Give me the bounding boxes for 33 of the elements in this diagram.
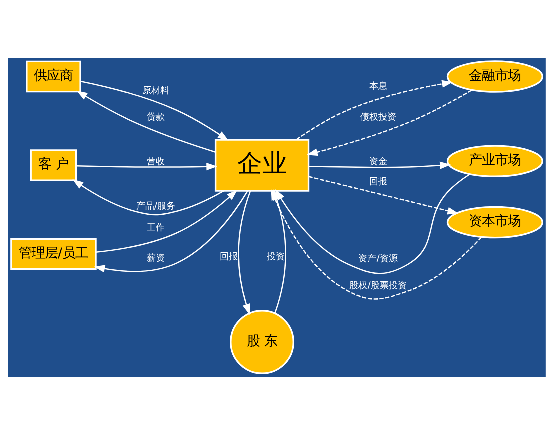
edge-label: 资产/资源 — [358, 253, 398, 264]
arrow — [238, 190, 252, 315]
edge-label: 营收 — [146, 156, 165, 168]
arrow — [276, 173, 470, 274]
node-box: 企业 — [214, 138, 310, 192]
edge-label: 工作 — [146, 222, 165, 234]
edge-label: 债权投资 — [360, 112, 396, 123]
node-circle: 股 东 — [230, 310, 294, 374]
node-box: 供应商 — [26, 60, 82, 92]
edge-label: 回报 — [369, 176, 388, 188]
edge-label: 股权/股票投资 — [350, 280, 407, 291]
arrow — [94, 190, 248, 272]
arrow — [308, 161, 452, 169]
node-ellipse: 产业市场 — [446, 144, 544, 177]
arrow — [306, 89, 472, 156]
arrow — [96, 190, 238, 252]
edge-label: 回报 — [220, 251, 238, 262]
arrow — [76, 162, 218, 170]
edge-label: 薪资 — [146, 252, 165, 264]
edge-label: 资金 — [369, 156, 388, 168]
edge-label: 投资 — [267, 251, 286, 262]
edge-label: 本息 — [369, 80, 388, 92]
edge-label: 贷款 — [146, 112, 165, 123]
arrow — [76, 90, 216, 152]
arrow — [308, 176, 459, 214]
arrow — [72, 179, 224, 216]
node-ellipse: 金融市场 — [446, 60, 544, 92]
arrow — [80, 80, 229, 140]
node-box: 客 户 — [30, 149, 78, 181]
node-box: 管理层/员工 — [10, 238, 97, 270]
edge-label: 产品/服务 — [136, 200, 176, 212]
arrow — [296, 80, 454, 140]
edge-label: 原材料 — [142, 84, 170, 96]
